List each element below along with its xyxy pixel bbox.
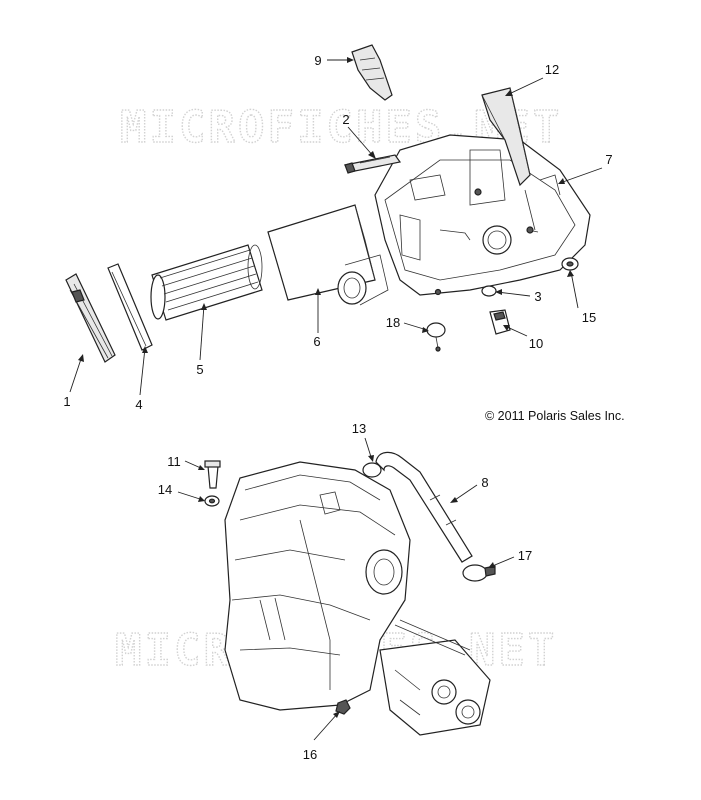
airbox-housing — [374, 134, 591, 296]
callout-1: 1 — [63, 394, 70, 409]
callout-4: 4 — [135, 397, 142, 412]
callout-3: 3 — [534, 289, 541, 304]
nut-16 — [335, 699, 351, 715]
callout-5: 5 — [196, 362, 203, 377]
air-filter-5 — [150, 244, 263, 321]
bolt-11 — [204, 460, 221, 489]
leader-lines — [69, 57, 603, 741]
vent-hose-8 — [375, 451, 473, 563]
callout-13: 13 — [352, 421, 366, 436]
washer-14 — [204, 495, 220, 507]
intake-adapter — [337, 254, 389, 306]
hose-clamp-13 — [362, 462, 382, 478]
cover-clip-9 — [351, 44, 393, 101]
filter-element-4 — [107, 263, 153, 351]
engine-housing — [224, 461, 411, 711]
callout-14: 14 — [158, 482, 172, 497]
clamp-18 — [426, 322, 446, 352]
callout-16: 16 — [303, 747, 317, 762]
strap-2 — [343, 154, 402, 174]
callout-2: 2 — [342, 112, 349, 127]
airbox-cover-1 — [65, 273, 116, 363]
copyright-notice: © 2011 Polaris Sales Inc. — [485, 409, 625, 423]
callout-18: 18 — [386, 315, 400, 330]
callout-6: 6 — [313, 334, 320, 349]
callout-15: 15 — [582, 310, 596, 325]
callout-7: 7 — [605, 152, 612, 167]
callout-8: 8 — [481, 475, 488, 490]
hose-clamp-17 — [462, 564, 496, 582]
callout-10: 10 — [529, 336, 543, 351]
o-ring-3 — [481, 285, 497, 297]
grommet-15 — [561, 257, 579, 271]
callout-9: 9 — [314, 53, 321, 68]
callout-11: 11 — [167, 454, 181, 469]
throttle-body — [379, 619, 491, 736]
callout-12: 12 — [545, 62, 559, 77]
callout-labels: 1 2 3 4 5 6 7 8 9 10 11 12 13 14 15 16 1… — [63, 53, 612, 762]
callout-17: 17 — [518, 548, 532, 563]
